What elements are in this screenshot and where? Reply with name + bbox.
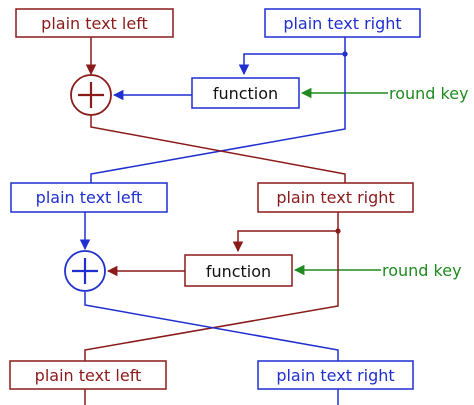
output-right-block: plain text right: [257, 360, 414, 390]
round2-function-label: function: [206, 262, 271, 281]
round1-cross-blue: [90, 54, 346, 183]
round1-function-box: [191, 77, 300, 109]
round1-left-box: [15, 8, 174, 38]
output-left-block: plain text left: [9, 360, 167, 390]
round2-key-label: round key: [382, 261, 462, 280]
round1-xor-icon: [70, 74, 112, 116]
round1-key-label: round key: [389, 84, 469, 103]
round2-left-label: plain text left: [36, 188, 143, 207]
round1-left-label: plain text left: [41, 14, 148, 33]
round2-right-to-function-arrow: [232, 230, 338, 253]
round-1: plain text left plain text right functio…: [15, 8, 469, 183]
output-left-box: [9, 360, 167, 390]
round1-left-block: plain text left: [15, 8, 174, 38]
round2-function-block: function: [184, 254, 293, 287]
round2-cross-blue: [84, 292, 339, 361]
round2-right-box: [257, 182, 414, 213]
output-right-box: [257, 360, 414, 390]
round2-left-block: plain text left: [10, 182, 168, 213]
output-right-label: plain text right: [276, 366, 394, 385]
output-row: plain text left plain text right: [9, 360, 414, 405]
round1-right-label: plain text right: [283, 14, 401, 33]
round1-right-block: plain text right: [264, 8, 421, 38]
round2-right-block: plain text right: [257, 182, 414, 213]
round1-cross-red: [90, 115, 346, 183]
round1-right-box: [264, 8, 421, 38]
round2-xor-icon: [64, 250, 106, 292]
round2-left-box: [10, 182, 168, 213]
output-left-label: plain text left: [35, 366, 142, 385]
round1-function-block: function: [191, 77, 300, 109]
round1-right-to-function-arrow: [238, 53, 345, 76]
round1-function-label: function: [213, 84, 278, 103]
round2-cross-red: [84, 231, 339, 361]
round2-function-box: [184, 254, 293, 287]
round2-right-label: plain text right: [276, 188, 394, 207]
round-2: plain text left plain text right functio…: [10, 182, 462, 361]
